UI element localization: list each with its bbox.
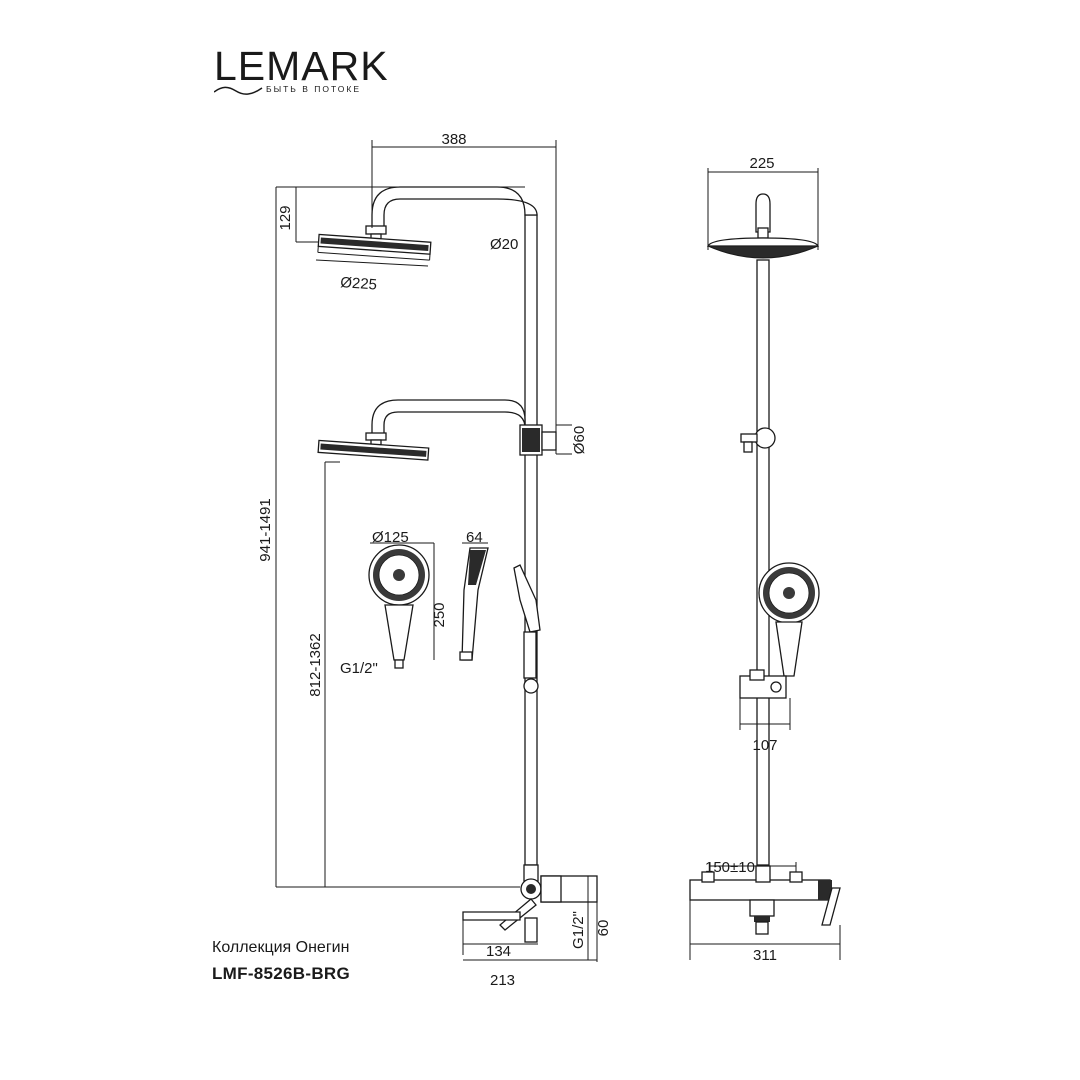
front-head-top (706, 237, 820, 247)
hand-shower-depth-label: 64 (466, 529, 483, 546)
mixer-inlet (524, 917, 538, 943)
pipe-diameter-label: Ø20 (490, 236, 518, 253)
lower-arm-nut (365, 432, 387, 441)
mixer-depth-label: 213 (490, 972, 515, 989)
hand-shower-thread-label: G1/2" (340, 660, 378, 677)
lower-shower-head (317, 439, 430, 461)
front-hand-shower-handle (775, 621, 803, 677)
wall-bracket-collar-fill (522, 428, 540, 452)
hand-shower-diameter-label: Ø125 (372, 529, 409, 546)
top-arm (371, 186, 538, 229)
mixer-thread-label: G1/2" (570, 911, 587, 949)
mixer-width-label: 311 (753, 947, 777, 964)
spout-length-label: 134 (486, 943, 511, 960)
logo-wave-icon (214, 86, 263, 95)
front-bracket (754, 427, 776, 449)
hand-shower-front (368, 544, 430, 669)
front-head-width-label: 225 (749, 155, 774, 172)
model-number: LMF-8526B-BRG (212, 964, 351, 983)
mixer-height-label: 60 (595, 920, 612, 937)
front-mixer-outlet (749, 899, 775, 917)
arm-reach-label: 388 (441, 131, 466, 148)
brand-name: LEMARK (214, 43, 389, 89)
holder-width-label: 107 (752, 737, 777, 754)
front-top-arm (755, 193, 771, 233)
lower-height-label: 812-1362 (307, 633, 324, 696)
slider-knob (523, 678, 539, 694)
top-shower-head (317, 233, 432, 261)
brand-logo: LEMARK БЫТЬ В ПОТОКЕ (214, 43, 389, 95)
hand-shower-length-label: 250 (431, 602, 448, 627)
front-head-nozzles (707, 245, 819, 259)
brand-tagline: БЫТЬ В ПОТОКЕ (266, 84, 362, 94)
collection-label: Коллекция Онегин (212, 939, 350, 956)
top-arm-nut (365, 225, 387, 235)
center-distance-label: 150±10 (705, 859, 755, 876)
front-view: 225 107 150±10 (689, 155, 841, 964)
head-drop-label: 129 (277, 205, 294, 230)
lower-arm (371, 399, 526, 435)
head-diameter-line (315, 259, 429, 267)
head-diameter-label: Ø225 (340, 274, 378, 294)
holder-hand-grip (523, 631, 537, 679)
wall-bracket-arm (541, 431, 557, 451)
bracket-diameter-label: Ø60 (571, 426, 588, 454)
front-riser (756, 259, 770, 866)
holder-hand-shower (513, 564, 541, 633)
hand-shower-side (459, 547, 489, 661)
total-height-label: 941-1491 (257, 498, 274, 561)
spout-outlet (462, 911, 521, 921)
front-mixer-body (689, 879, 831, 901)
front-mixer-lever (821, 887, 841, 926)
side-view: Ø225 Ø60 Ø20 388 129 (257, 131, 612, 989)
riser-pipe (524, 214, 538, 866)
